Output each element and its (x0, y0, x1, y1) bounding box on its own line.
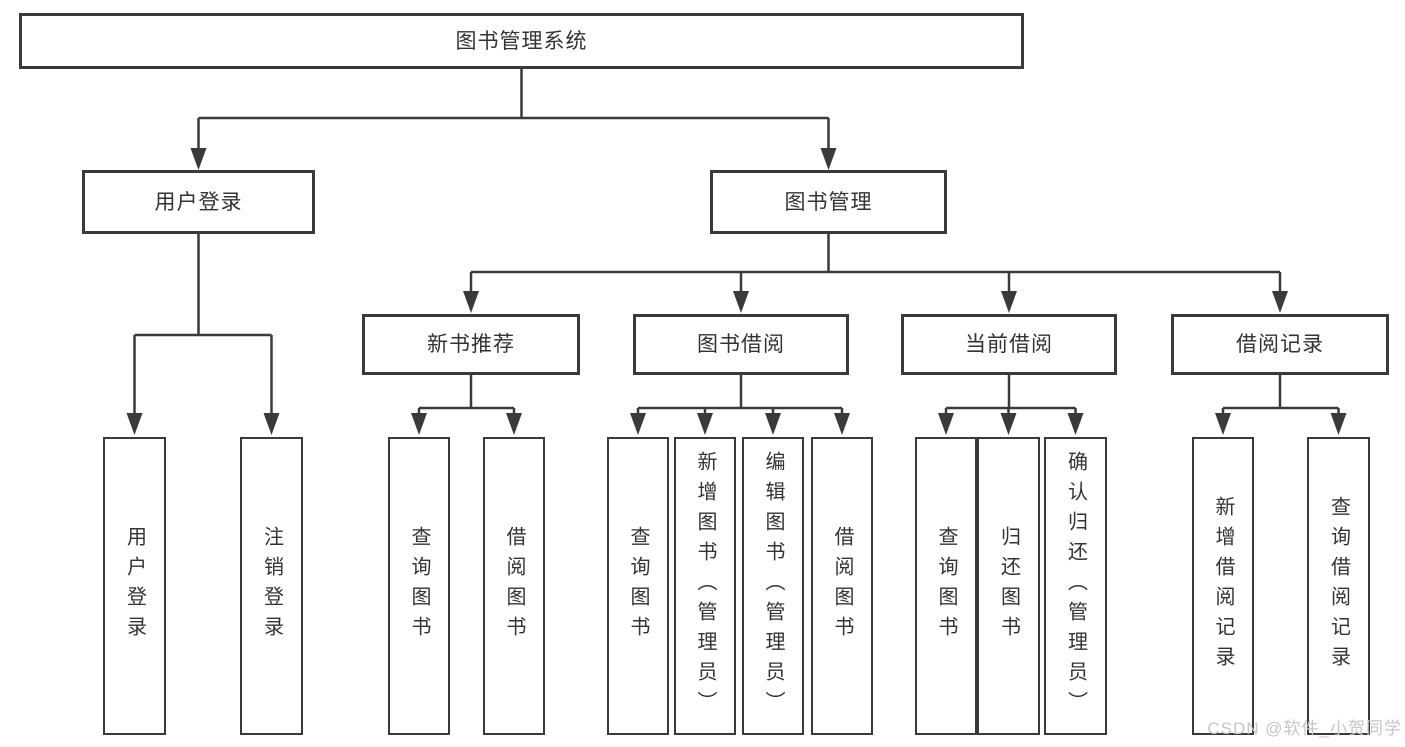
leaf-add-borrow-record: 新增借阅记录 (1192, 437, 1254, 735)
leaf-borrow-books-1-label: 借阅图书 (503, 526, 525, 646)
leaf-confirm-return-admin-label: 确认归还（管理员） (1064, 451, 1087, 721)
arrowhead-icons (126, 148, 1347, 435)
node-book-borrowing-label: 图书借阅 (697, 333, 785, 356)
node-current-borrowing-label: 当前借阅 (965, 333, 1053, 356)
node-user-login-label: 用户登录 (154, 190, 243, 214)
leaf-query-borrow-record: 查询借阅记录 (1307, 437, 1370, 735)
node-book-management-label: 图书管理 (784, 190, 873, 214)
node-user-login: 用户登录 (82, 170, 315, 234)
leaf-logout: 注销登录 (240, 437, 303, 735)
node-borrowing-records-label: 借阅记录 (1236, 333, 1324, 356)
node-book-borrowing: 图书借阅 (633, 314, 849, 375)
node-root-label: 图书管理系统 (455, 29, 588, 53)
node-root: 图书管理系统 (19, 13, 1024, 69)
leaf-query-books-3-label: 查询图书 (935, 526, 957, 646)
leaf-query-books-1-label: 查询图书 (408, 526, 430, 646)
leaf-return-books: 归还图书 (977, 437, 1040, 735)
leaf-borrow-books-2: 借阅图书 (811, 437, 873, 735)
leaf-add-borrow-record-label: 新增借阅记录 (1212, 496, 1234, 676)
leaf-borrow-books-2-label: 借阅图书 (831, 526, 853, 646)
leaf-query-books-1: 查询图书 (388, 437, 450, 735)
leaf-add-books-admin-label: 新增图书（管理员） (694, 451, 716, 721)
leaf-query-borrow-record-label: 查询借阅记录 (1327, 496, 1350, 676)
leaf-user-login-label: 用户登录 (123, 526, 146, 646)
leaf-query-books-2: 查询图书 (607, 437, 669, 735)
node-borrowing-records: 借阅记录 (1171, 314, 1389, 375)
node-current-borrowing: 当前借阅 (901, 314, 1117, 375)
leaf-edit-books-admin-label: 编辑图书（管理员） (762, 451, 784, 721)
leaf-query-books-3: 查询图书 (915, 437, 977, 735)
watermark-text: CSDN @软件_小贺同学 (1207, 719, 1402, 738)
leaf-edit-books-admin: 编辑图书（管理员） (742, 437, 804, 735)
leaf-confirm-return-admin: 确认归还（管理员） (1044, 437, 1107, 735)
leaf-query-books-2-label: 查询图书 (627, 526, 649, 646)
leaf-user-login: 用户登录 (103, 437, 166, 735)
leaf-logout-label: 注销登录 (260, 526, 283, 646)
leaf-borrow-books-1: 借阅图书 (483, 437, 545, 735)
node-new-book-recommend-label: 新书推荐 (427, 333, 515, 356)
leaf-return-books-label: 归还图书 (997, 526, 1020, 646)
leaf-add-books-admin: 新增图书（管理员） (674, 437, 736, 735)
node-book-management: 图书管理 (710, 170, 947, 234)
node-new-book-recommend: 新书推荐 (362, 314, 580, 375)
